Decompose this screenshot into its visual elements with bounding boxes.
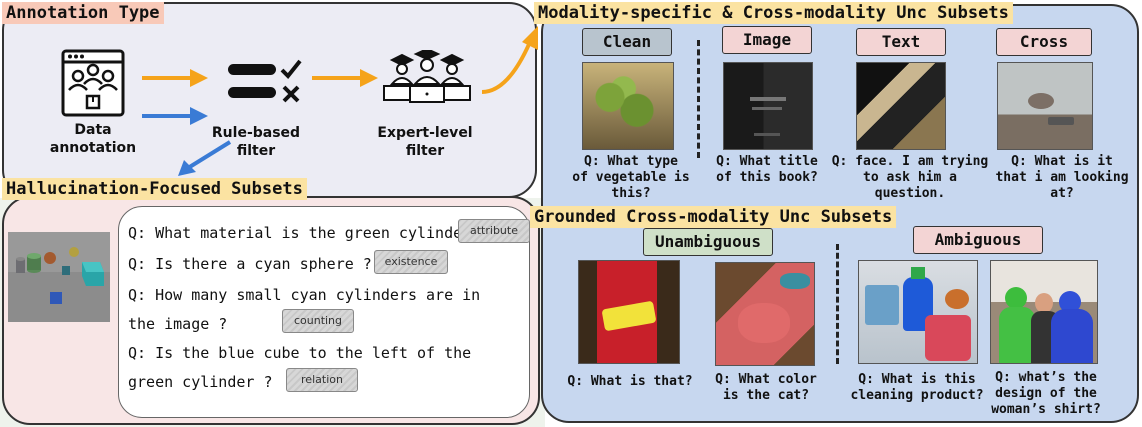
modality-divider xyxy=(697,40,700,158)
orange-arrow-to-modality xyxy=(481,26,538,94)
orange-arrow-2 xyxy=(312,69,378,87)
hallucination-question-4a: Q: Is the blue cube to the left of the xyxy=(128,344,472,362)
hallucination-question-3b: the image ? xyxy=(128,315,228,333)
experts-icon xyxy=(383,50,471,103)
tag-text: Text xyxy=(856,28,946,56)
grounded-divider xyxy=(836,244,839,364)
tag-clean: Clean xyxy=(582,28,672,56)
chip-relation: relation xyxy=(286,368,358,392)
hallucination-question-4b: green cylinder ? xyxy=(128,373,273,391)
hallucination-title: Hallucination-Focused Subsets xyxy=(2,178,307,200)
tag-unambiguous: Unambiguous xyxy=(643,228,773,256)
photo-cleaning-products xyxy=(858,260,978,364)
tag-cross: Cross xyxy=(996,28,1092,56)
hallucination-question-2: Q: Is there a cyan sphere ? xyxy=(128,255,372,273)
photo-cat-window xyxy=(997,62,1093,150)
chip-counting: counting xyxy=(282,309,354,333)
tag-ambiguous: Ambiguous xyxy=(913,226,1043,254)
expert-filter-label: Expert-level filter xyxy=(377,125,473,159)
hallucination-question-3a: Q: How many small cyan cylinders are in xyxy=(128,286,481,304)
grounded-title: Grounded Cross-modality Unc Subsets xyxy=(530,206,897,228)
data-annotation-icon xyxy=(61,49,125,117)
photo-cat-red xyxy=(715,262,815,366)
orange-arrow-1 xyxy=(142,69,208,87)
photo-people xyxy=(990,260,1098,364)
photo-soda-bottle xyxy=(578,260,680,364)
photo-book xyxy=(723,62,813,150)
caption-soda: Q: What is that? xyxy=(567,374,693,389)
clevr-scene-image xyxy=(8,232,110,322)
rule-filter-icon xyxy=(228,59,302,103)
modality-title: Modality-specific & Cross-modality Unc S… xyxy=(534,2,1013,24)
photo-room xyxy=(856,62,946,150)
photo-vegetable xyxy=(582,62,674,150)
data-annotation-label: Data annotation xyxy=(49,122,137,156)
hallucination-question-1: Q: What material is the green cylinder? xyxy=(128,224,481,242)
tag-image: Image xyxy=(722,26,812,54)
chip-existence: existence xyxy=(374,250,448,274)
chip-attribute: attribute xyxy=(458,219,530,243)
blue-arrow-1 xyxy=(142,107,208,125)
blue-arrow-to-hallucination xyxy=(178,140,232,176)
rule-filter-label: Rule-based filter xyxy=(211,125,301,159)
annotation-title: Annotation Type xyxy=(2,2,164,24)
